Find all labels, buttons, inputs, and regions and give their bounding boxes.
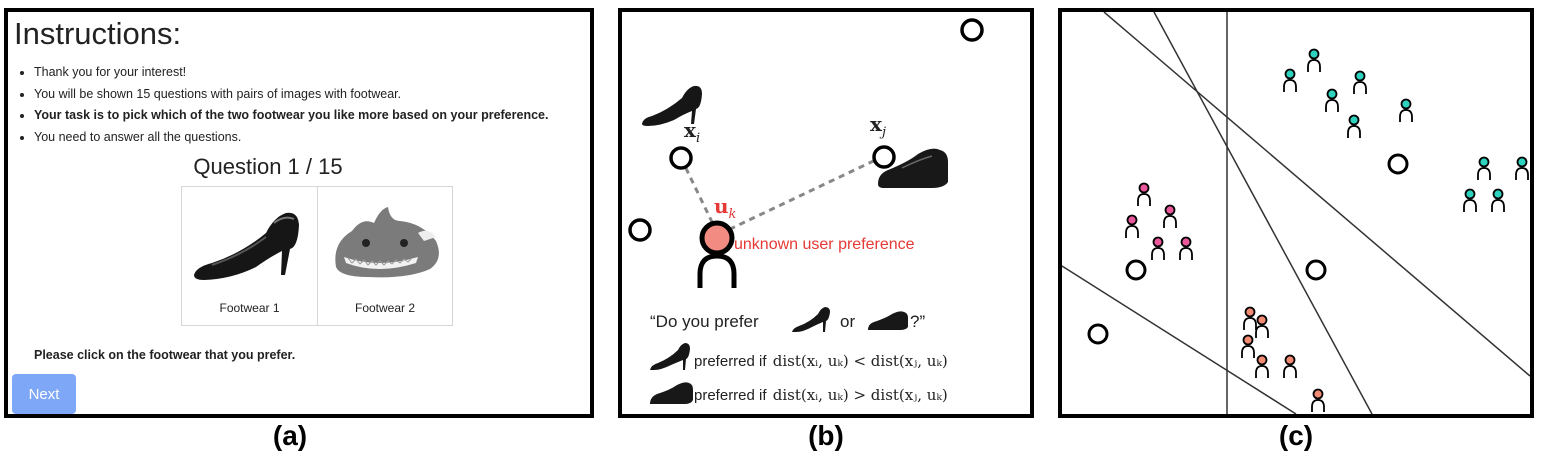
rule-2-label: preferred if [694,387,767,404]
user-icon [1137,182,1151,206]
shark-slipper-icon [335,207,439,278]
oxford-shoe-icon [650,382,693,404]
uk-label: uk [714,194,737,222]
rule-1: preferred if dist(xᵢ, uₖ) < dist(xⱼ, uₖ) [694,352,948,370]
user-icon [1311,388,1325,412]
rule-1-label: preferred if [694,353,767,370]
next-button[interactable]: Next [12,374,76,414]
user-icon [1463,188,1477,212]
hyperplane-line [1062,265,1297,414]
user-icon [1179,236,1193,260]
caption-b: (b) [808,420,844,451]
xj-label: xj [870,112,886,140]
user-icon [1241,334,1255,358]
user-icon [1307,48,1321,72]
item-circle [1125,259,1147,281]
item-circle [1087,323,1109,345]
oxford-shoe-icon [878,148,948,188]
rule-2-formula: dist(xᵢ, uₖ) > dist(xⱼ, uₖ) [772,386,948,404]
question-prefix: “Do you prefer [650,312,759,331]
item-circle [960,18,984,42]
user-icon [1325,88,1339,112]
high-heel-shoe-icon [194,212,299,280]
footwear-2-label: Footwear 2 [354,301,416,315]
instructions-title: Instructions: [14,16,182,51]
user-icon [1399,98,1413,122]
preference-diagram [628,18,984,404]
user-icon [1255,314,1269,338]
footwear-choices: Footwear 1 Footwear 2 [181,186,453,326]
user-icon [1283,68,1297,92]
high-heel-shoe-icon [642,85,702,126]
user-icon [1163,204,1177,228]
question-or: or [840,312,856,331]
item-circle-xi [669,146,693,170]
distance-line-j [727,154,885,232]
footwear-1-label: Footwear 1 [219,301,280,315]
instruction-item: Thank you for your interest! [34,62,548,84]
user-icon [1125,214,1139,238]
user-icon [1515,156,1529,180]
item-circle-xj [872,145,896,169]
question-title: Question 1 / 15 [193,154,343,179]
user-icon [1491,188,1505,212]
rule-1-formula: dist(xᵢ, uₖ) < dist(xⱼ, uₖ) [772,352,948,370]
instructions-list: Thank you for your interest! You will be… [14,62,548,148]
user-icon [697,220,737,288]
user-icon [1255,354,1269,378]
user-icon [1283,354,1297,378]
item-circle [1305,259,1327,281]
unknown-preference-label: unknown user preference [734,236,915,253]
hyperplane-diagram [1062,12,1530,414]
instruction-item: You will be shown 15 questions with pair… [34,84,548,106]
xi-label: xi [684,118,701,146]
hyperplane-line [1103,12,1530,377]
instruction-item: Your task is to pick which of the two fo… [34,105,548,127]
user-icon [1243,306,1257,330]
item-circle [1387,153,1409,175]
question-suffix: ?” [910,312,926,331]
oxford-shoe-icon [868,311,908,330]
high-heel-shoe-icon [650,343,690,370]
click-instruction: Please click on the footwear that you pr… [34,348,296,362]
user-icon [1151,236,1165,260]
distance-line-i [679,157,714,223]
rule-2: preferred if dist(xᵢ, uₖ) > dist(xⱼ, uₖ) [694,386,948,404]
caption-c: (c) [1278,420,1314,451]
high-heel-shoe-icon [792,307,830,332]
hyperplane-line [1153,12,1373,414]
user-icon [1347,114,1361,138]
user-icon [1477,156,1491,180]
preference-model-panel: xi xj uk unknown user preference “Do you… [618,8,1034,418]
footwear-1-option[interactable]: Footwear 1 [182,187,317,325]
item-circle [628,218,652,242]
survey-panel: Instructions: Thank you for your interes… [4,8,594,418]
instruction-item: You need to answer all the questions. [34,127,548,149]
caption-a: (a) [272,420,308,451]
user-icon [1353,70,1367,94]
footwear-2-option[interactable]: Footwear 2 [317,187,452,325]
cutting-planes-panel [1058,8,1534,418]
